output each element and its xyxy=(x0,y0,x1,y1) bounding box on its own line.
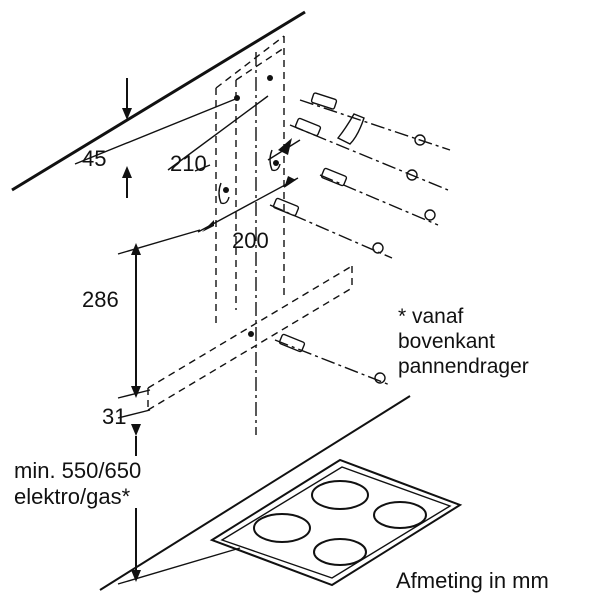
dimension-min-height-label-2: elektro/gas* xyxy=(14,484,131,509)
dimension-200-label: 200 xyxy=(232,228,269,253)
dimension-31-lines xyxy=(117,409,151,436)
mounting-points xyxy=(218,75,281,337)
chimney-outline xyxy=(215,35,285,328)
hob-burner-front-right xyxy=(313,538,367,566)
fixing-screws xyxy=(269,92,451,386)
hob-burner-back-left xyxy=(311,480,369,510)
dimension-210-label: 210 xyxy=(170,151,207,176)
hob xyxy=(99,395,463,591)
footnote-line-2: bovenkant xyxy=(398,330,495,353)
dimension-286-lines xyxy=(117,229,201,399)
dimension-45-label: 45 xyxy=(82,146,107,171)
unit-note: Afmeting in mm xyxy=(396,568,549,593)
hob-burner-back-right xyxy=(373,501,427,529)
dimension-200-lines xyxy=(197,176,299,233)
footnote-line-1: * vanaf xyxy=(398,305,464,328)
dimension-min-height-label-1: min. 550/650 xyxy=(14,458,142,483)
dimension-286-label: 286 xyxy=(82,287,119,312)
ceiling-edge xyxy=(11,10,306,192)
wall-bracket xyxy=(336,113,365,145)
hood-outline xyxy=(147,265,353,411)
dimension-210-lines xyxy=(167,95,301,172)
hob-burner-front-left xyxy=(253,513,311,543)
dimension-min-height-lines xyxy=(117,436,241,585)
footnote: * vanaf bovenkant pannendrager xyxy=(398,304,529,379)
dimension-45-lines xyxy=(74,78,239,198)
dimension-31-label: 31 xyxy=(102,404,127,429)
footnote-line-3: pannendrager xyxy=(398,355,529,378)
